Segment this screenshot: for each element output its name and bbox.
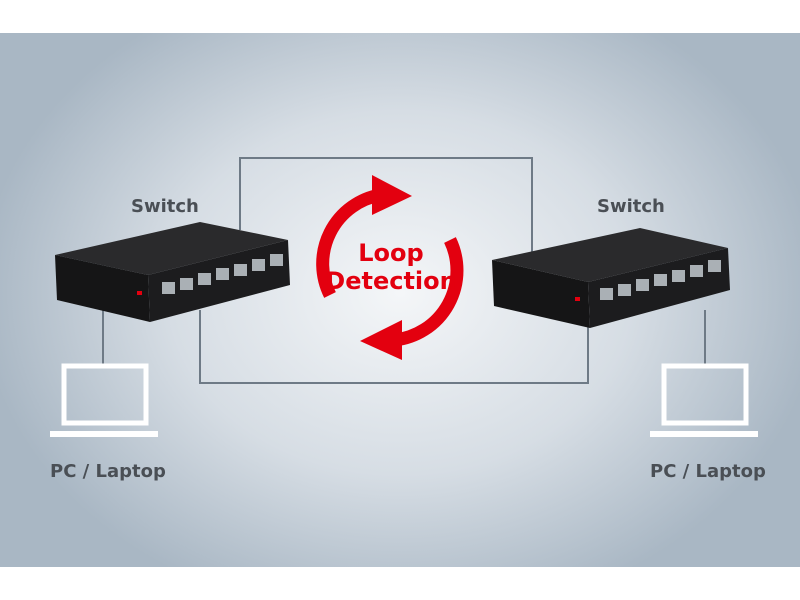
pc-left-label: PC / Laptop (50, 461, 166, 482)
laptop-left-icon (50, 363, 158, 437)
arrow-head-bottom-icon (360, 320, 402, 360)
switch-right-label: Switch (597, 196, 665, 217)
switch-right-icon (492, 228, 730, 328)
laptop-right-icon (650, 363, 758, 437)
loop-label-line1: Loop (358, 239, 424, 267)
pc-right-label: PC / Laptop (650, 461, 766, 482)
switch-left-icon (55, 222, 290, 322)
loop-arrows-icon (316, 188, 464, 347)
switch-left-label: Switch (131, 196, 199, 217)
loop-label-line2: Detection (325, 267, 457, 295)
arrow-head-top-icon (372, 175, 412, 215)
